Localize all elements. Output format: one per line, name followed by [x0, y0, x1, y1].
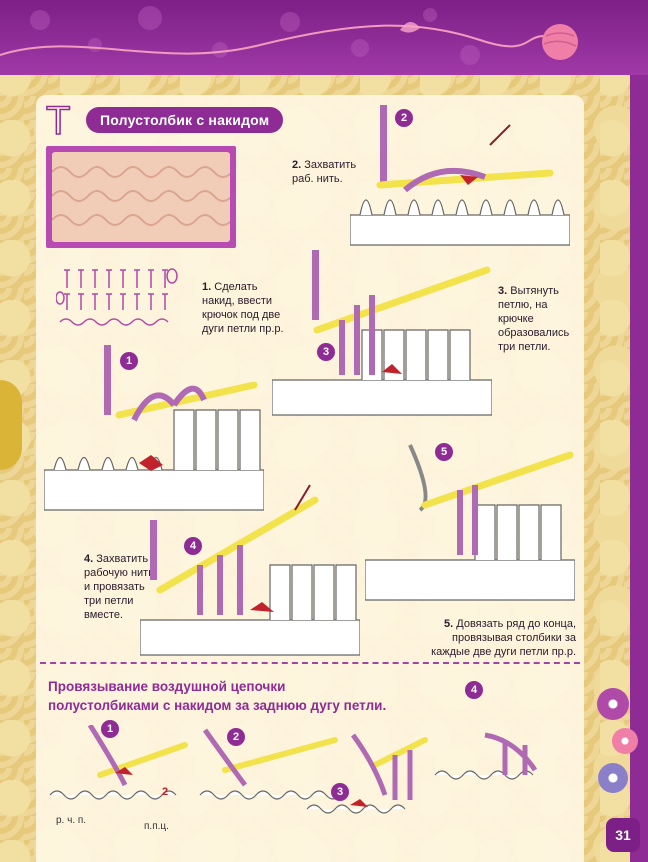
step-3-badge: 3 — [317, 343, 335, 361]
stitch-chart-diagram — [56, 268, 178, 326]
step-3-illustration — [272, 250, 492, 416]
step-3-text: 3. Вытянуть петлю, на крючке образовалис… — [498, 285, 570, 353]
step-2-text: 2. Захватить раб. нить. — [292, 159, 357, 185]
label-half-double: п.п.ц. — [144, 821, 169, 832]
s2-figure-4-badge: 4 — [465, 681, 483, 699]
step-1-text: 1. Сделать накид, ввести крючок под две … — [202, 281, 284, 335]
step-2-badge: 2 — [395, 109, 413, 127]
step-4-illustration — [140, 484, 360, 656]
section-2-illustrations — [49, 725, 538, 814]
label-chain-loop: р. ч. п. — [56, 815, 87, 826]
decorative-swirl — [0, 380, 22, 470]
section-2-title: Провязывание воздушной цепочки полустолб… — [48, 679, 387, 713]
step-2-illustration — [350, 105, 570, 246]
right-band — [630, 75, 648, 862]
sample-swatch — [46, 146, 236, 248]
step-1-illustration — [44, 345, 264, 511]
s2-figure-1-badge: 1 — [101, 720, 119, 738]
section-divider — [40, 662, 580, 664]
page-number: 31 — [606, 818, 640, 852]
corner-letter-mark: T — [45, 98, 71, 140]
s2-figure-2-badge: 2 — [227, 728, 245, 746]
yarn-decoration — [0, 6, 578, 65]
s2-figure-3-badge: 3 — [331, 783, 349, 801]
header-band — [0, 0, 648, 75]
annotation-number: 2 — [162, 786, 169, 798]
step-5-badge: 5 — [435, 443, 453, 461]
svg-text:T: T — [46, 99, 70, 140]
flower-decoration — [612, 728, 638, 754]
section-title-pill: Полустолбик с накидом — [86, 107, 284, 133]
flower-decoration — [597, 688, 629, 720]
step-1-badge: 1 — [120, 352, 138, 370]
step-4-text: 4. Захватить рабочую нить и провязать тр… — [84, 553, 154, 621]
step-5-text: 5. Довязать ряд до конца, провязывая сто… — [431, 618, 576, 658]
step-4-badge: 4 — [184, 537, 202, 555]
step-5-illustration — [365, 444, 575, 601]
flower-decoration — [598, 763, 628, 793]
